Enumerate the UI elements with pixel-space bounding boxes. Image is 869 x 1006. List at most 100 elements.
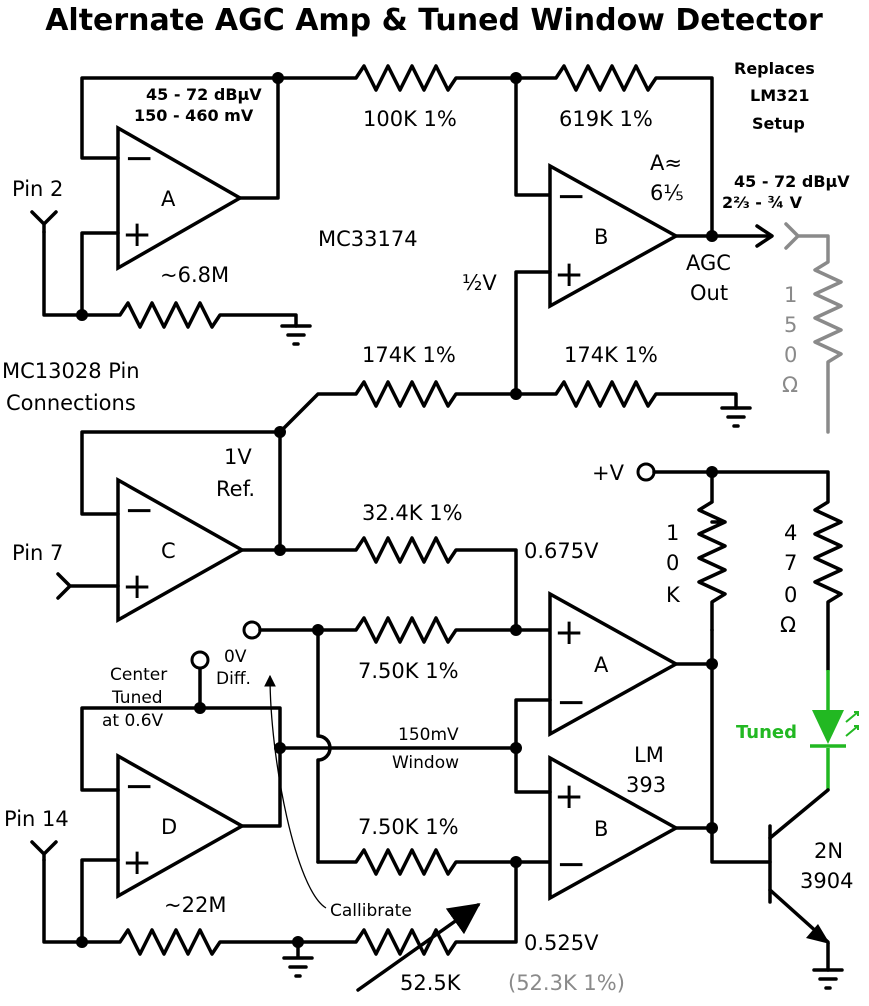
gain-label-line2: 6⅕ [650,181,684,205]
center-label-line2: Tuned [111,688,163,708]
svg-text:+: + [122,214,152,255]
svg-text:−: − [124,138,154,179]
pin2-connector [30,210,58,234]
opamp-b: − + B [548,163,680,309]
comparator-a-label: A [594,653,609,677]
resistor-6m8-label: ~6.8M [160,263,229,287]
pin2-label: Pin 2 [12,177,63,201]
svg-text:−: − [556,176,586,217]
diff-link-wire [316,628,332,864]
resistor-470-digit-4: 4 [784,521,797,545]
ref-label-line1: 1V [224,445,252,469]
pin14-label: Pin 14 [4,807,69,831]
resistor-470-digit-7: 7 [784,551,797,575]
half-v-label: ½V [462,271,497,295]
half-v-wire [514,270,552,396]
opamp-b-minus-wire [514,76,552,197]
replaces-line2: LM321 [750,86,810,105]
trim-arrow [356,903,481,992]
opamp-d-input-wire [42,858,120,944]
agc-output-arrow [755,224,774,248]
resistor-10k-k: K [666,583,681,607]
load-resistor-digit-0: 0 [784,343,797,367]
gain-label-line1: A≈ [650,151,682,175]
resistor-174k-a [278,380,518,434]
tuned-label: Tuned [736,722,797,743]
resistor-174k-b [514,380,738,410]
load-resistor-150 [784,222,843,434]
v0525-label: 0.525V [524,931,599,955]
input-level-line1: 45 - 72 dBµV [146,85,262,104]
transistor-label-line1: 2N [814,839,843,863]
svg-text:+: + [554,776,584,817]
resistor-7k50-b [316,848,552,876]
transistor-2n3904 [768,788,830,972]
mc13028-line1: MC13028 Pin [2,359,140,383]
replaces-line3: Setup [752,114,805,133]
opamp-a-label: A [161,187,176,211]
resistor-6m8 [80,301,298,329]
diff-test-point[interactable] [242,620,262,640]
center-test-point[interactable] [190,650,210,670]
opamp-a: − + A [116,124,244,272]
agc-out-label-line2: Out [690,281,728,305]
svg-text:−: − [124,490,154,531]
agc-out-label-line1: AGC [686,251,731,275]
opamp-d: − + D [116,753,246,899]
resistor-52k5-label: 52.5K [400,971,462,995]
svg-text:−: − [556,844,586,885]
transistor-label-line2: 3904 [800,869,853,893]
tuned-led-icon [810,670,859,790]
opamp-a-input-wire [42,230,120,317]
diff-label-line2: Diff. [216,669,251,689]
pin7-label: Pin 7 [12,541,63,565]
resistor-22m-and-52k5 [80,860,518,956]
ground-symbol-1 [280,324,312,346]
resistor-22m-label: ~22M [164,893,226,917]
center-label-line1: Center [110,665,167,685]
svg-text:+: + [554,254,584,295]
window-label-line1: 150mV [398,725,459,745]
comparator-b-label: B [594,817,608,841]
mc13028-line2: Connections [6,391,136,415]
supply-label: +V [592,461,625,485]
opamp-c-label: C [161,539,176,563]
resistor-52k3-label: (52.3K 1%) [508,971,625,995]
load-resistor-ohm: Ω [782,373,798,397]
resistor-10k-digit-0: 0 [666,551,679,575]
svg-text:+: + [554,612,584,653]
load-resistor-digit-1: 1 [784,283,797,307]
calibrate-arrow-diff [264,674,327,909]
diff-label-line1: 0V [224,647,247,667]
resistor-10k [697,470,727,632]
comparator-output-bus [674,628,772,864]
mc33174-label: MC33174 [318,227,418,251]
svg-text:+: + [122,566,152,607]
comparator-a: + − A [548,591,680,737]
svg-text:+: + [122,842,152,883]
pin7-connector [56,572,120,600]
resistor-100k [276,64,518,92]
resistor-470 [652,470,843,672]
diagram-title: Alternate AGC Amp & Tuned Window Detecto… [45,3,823,38]
svg-text:−: − [124,766,154,807]
resistor-10k-digit-1: 1 [666,521,679,545]
output-level-line2: 2⅔ - ¾ V [722,193,803,212]
lm393-label-line2: 393 [626,773,666,797]
supply-terminal[interactable] [636,462,656,482]
comparator-b: + − B [548,755,680,901]
calibrate-label: Callibrate [330,901,412,921]
opamp-b-label: B [594,225,608,249]
ground-symbol-2 [720,406,752,428]
junction-dots [76,72,718,948]
output-level-line1: 45 - 72 dBµV [734,172,850,191]
ground-symbol-4 [812,968,844,990]
ground-symbol-3 [282,940,314,978]
pin14-connector [30,840,58,862]
svg-text:−: − [556,682,586,723]
resistor-32k4-label: 32.4K 1% [362,501,463,525]
resistor-619k-label: 619K 1% [559,107,653,131]
resistor-470-digit-0: 0 [784,583,797,607]
resistor-174k-b-label: 174K 1% [564,343,658,367]
